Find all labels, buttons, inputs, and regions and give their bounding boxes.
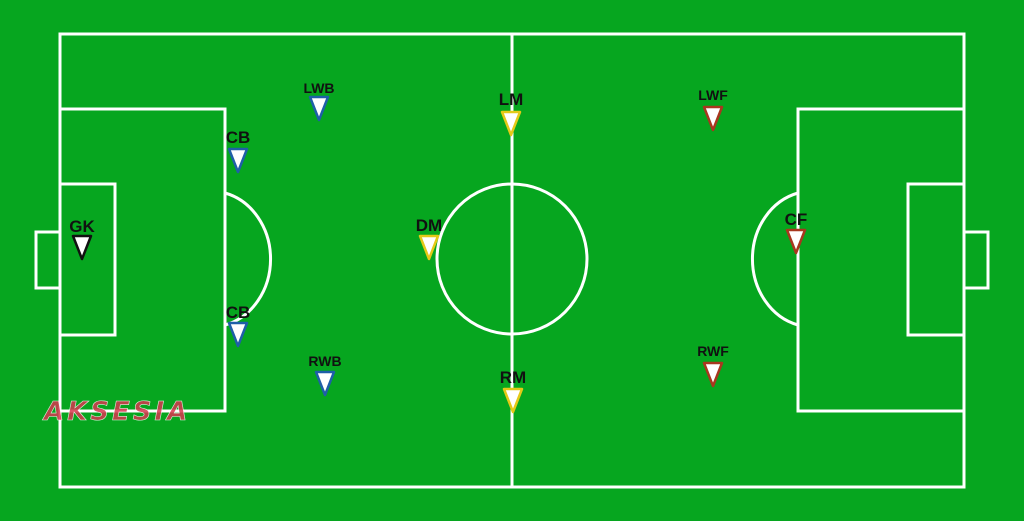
player-triangle-icon	[308, 95, 330, 122]
player-marker-cb1: CB	[226, 128, 251, 174]
player-triangle-icon	[418, 234, 440, 261]
player-label-lwb: LWB	[303, 80, 334, 96]
player-marker-gk: GK	[69, 217, 95, 261]
right-penalty-arc	[751, 191, 799, 327]
player-marker-dm: DM	[416, 216, 442, 261]
formation-players: GK CB CB LWB RWB DM LM RM LWF CF RWF	[69, 80, 808, 414]
player-label-rwb: RWB	[308, 353, 341, 369]
player-label-cf: CF	[785, 210, 808, 229]
player-marker-lwf: LWF	[698, 87, 728, 132]
player-label-rm: RM	[500, 368, 526, 387]
player-marker-cb2: CB	[226, 303, 251, 348]
player-triangle-icon	[500, 110, 522, 137]
player-triangle-icon	[314, 370, 336, 397]
watermark: AKSESIA	[42, 397, 190, 428]
player-label-rwf: RWF	[697, 343, 729, 359]
player-label-lwf: LWF	[698, 87, 728, 103]
player-triangle-icon	[785, 228, 807, 255]
player-marker-rwf: RWF	[697, 343, 729, 388]
center-circle	[435, 182, 589, 336]
player-marker-rwb: RWB	[308, 353, 342, 397]
player-label-dm: DM	[416, 216, 442, 235]
watermark-logo: AKSESIA	[42, 397, 190, 427]
player-marker-cf: CF	[785, 210, 808, 255]
left-goal	[34, 230, 62, 290]
player-triangle-icon	[502, 387, 524, 414]
player-triangle-icon	[702, 105, 724, 132]
left-penalty-arc	[224, 191, 272, 327]
player-triangle-icon	[71, 234, 93, 261]
player-triangle-icon	[702, 361, 724, 388]
player-marker-lwb: LWB	[303, 80, 335, 122]
player-triangle-icon	[227, 147, 249, 174]
player-label-cb1: CB	[226, 128, 251, 147]
right-goal	[962, 230, 990, 290]
player-label-cb2: CB	[226, 303, 251, 322]
player-triangle-icon	[227, 321, 249, 348]
player-label-lm: LM	[499, 90, 524, 109]
player-marker-rm: RM	[500, 368, 526, 414]
player-label-gk: GK	[69, 217, 95, 236]
player-marker-lm: LM	[499, 90, 524, 137]
